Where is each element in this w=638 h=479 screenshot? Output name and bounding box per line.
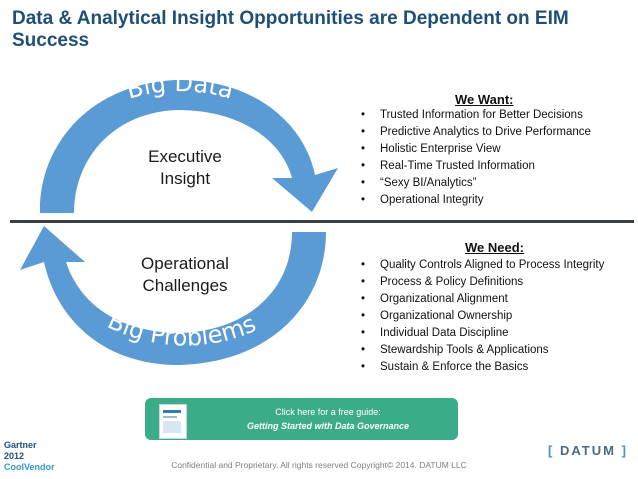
list-item: Individual Data Discipline <box>360 325 604 342</box>
list-item: Operational Integrity <box>360 192 591 209</box>
top-cycle-arrow <box>39 79 339 213</box>
operational-challenges-line2: Challenges <box>142 276 228 295</box>
list-item: Trusted Information for Better Decisions <box>360 107 591 124</box>
executive-insight-line1: Executive <box>148 147 222 166</box>
logo-bracket-right: ] <box>621 443 628 458</box>
gartner-line1: Gartner 2012 <box>4 440 37 461</box>
logo-bracket-left: [ <box>548 443 555 458</box>
page-title: Data & Analytical Insight Opportunities … <box>12 8 569 51</box>
we-need-list: Quality Controls Aligned to Process Inte… <box>360 257 604 376</box>
guide-line1: Click here for a free guide: <box>275 407 381 417</box>
list-item: Real-Time Trusted Information <box>360 158 591 175</box>
free-guide-button[interactable]: Click here for a free guide: Getting Sta… <box>145 398 458 440</box>
list-item: Predictive Analytics to Drive Performanc… <box>360 124 591 141</box>
datum-logo: [ DATUM ] <box>548 443 628 458</box>
operational-challenges-line1: Operational <box>141 254 229 273</box>
list-item: Stewardship Tools & Applications <box>360 342 604 359</box>
guide-book-icon <box>159 404 187 439</box>
list-item: Quality Controls Aligned to Process Inte… <box>360 257 604 274</box>
list-item: “Sexy BI/Analytics” <box>360 175 591 192</box>
gartner-cool-vendor-logo: Gartner 2012 CoolVendor <box>4 440 55 473</box>
executive-insight-label: Executive Insight <box>120 146 250 190</box>
list-item: Sustain & Enforce the Basics <box>360 359 604 376</box>
we-want-list: Trusted Information for Better Decisions… <box>360 107 591 209</box>
section-divider <box>10 220 634 223</box>
list-item: Organizational Alignment <box>360 291 604 308</box>
we-need-heading: We Need: <box>465 240 524 255</box>
footer-copyright: Confidential and Proprietary. All rights… <box>171 460 467 470</box>
list-item: Holistic Enterprise View <box>360 141 591 158</box>
list-item: Process & Policy Definitions <box>360 274 604 291</box>
operational-challenges-label: Operational Challenges <box>115 253 255 297</box>
guide-line2: Getting Started with Data Governance <box>246 421 410 431</box>
logo-name: DATUM <box>559 443 616 458</box>
gartner-line2: CoolVendor <box>4 462 55 472</box>
we-want-heading: We Want: <box>455 92 514 107</box>
list-item: Organizational Ownership <box>360 308 604 325</box>
executive-insight-line2: Insight <box>159 169 211 188</box>
bottom-cycle-arrow <box>20 226 326 366</box>
